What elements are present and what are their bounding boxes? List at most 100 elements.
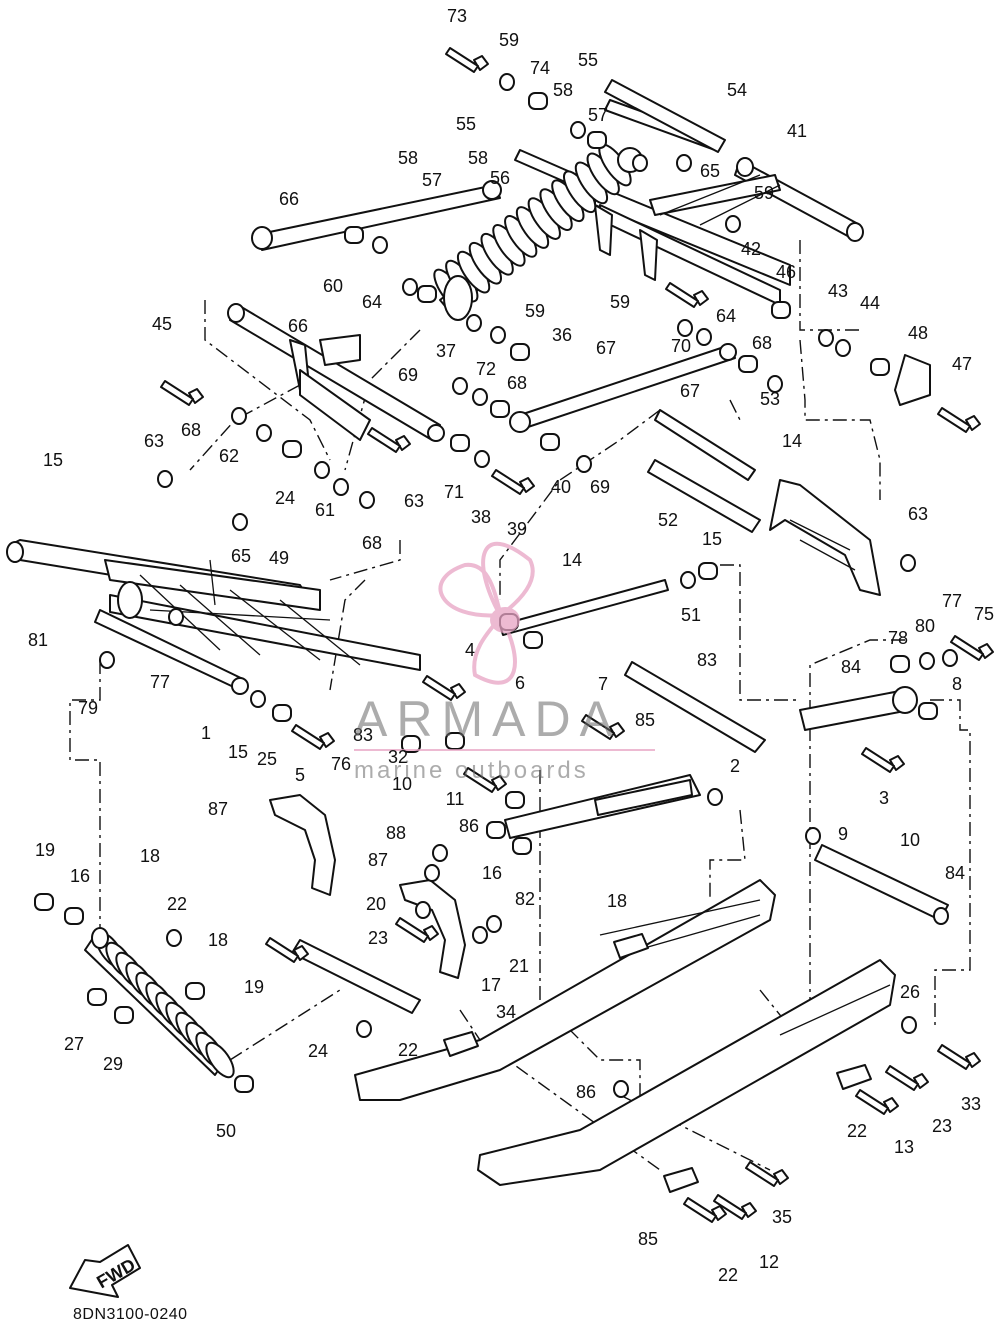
part-washer <box>490 326 506 344</box>
rail-frame-assembly <box>6 539 421 695</box>
part-washer <box>359 491 375 509</box>
callout-67: 67 <box>596 338 616 358</box>
callout-57: 57 <box>588 105 608 125</box>
part-washer <box>576 455 592 473</box>
callout-54: 54 <box>727 80 747 100</box>
part-washer <box>696 328 712 346</box>
callout-85: 85 <box>638 1229 658 1249</box>
callout-48: 48 <box>908 323 928 343</box>
callout-55: 55 <box>456 114 476 134</box>
part-bush <box>738 355 758 373</box>
callout-64: 64 <box>716 306 736 326</box>
callout-59: 59 <box>754 183 774 203</box>
part-washer <box>474 450 490 468</box>
callout-39: 39 <box>507 519 527 539</box>
part-bush <box>282 440 302 458</box>
callout-84: 84 <box>841 657 861 677</box>
callout-7: 7 <box>598 674 608 694</box>
callout-11: 11 <box>446 789 465 809</box>
part-washer <box>805 827 821 845</box>
callout-49: 49 <box>269 548 289 568</box>
callout-84: 84 <box>945 863 965 883</box>
part-washer <box>168 608 184 626</box>
part-bolt <box>665 282 709 308</box>
part-washer <box>402 278 418 296</box>
callout-8: 8 <box>952 674 962 694</box>
callout-52: 52 <box>658 510 678 530</box>
callout-22: 22 <box>167 894 187 914</box>
rods <box>251 79 949 921</box>
callout-65: 65 <box>231 546 251 566</box>
callout-10: 10 <box>392 774 412 794</box>
callout-68: 68 <box>362 533 382 553</box>
callout-13: 13 <box>894 1137 914 1157</box>
callout-36: 36 <box>552 325 572 345</box>
callout-78: 78 <box>888 628 908 648</box>
callout-18: 18 <box>208 930 228 950</box>
callout-56: 56 <box>490 168 510 188</box>
callout-35: 35 <box>772 1207 792 1227</box>
part-bush <box>185 982 205 1000</box>
part-bush <box>698 562 718 580</box>
part-bush <box>918 702 938 720</box>
part-bolt <box>855 1089 899 1115</box>
part-bolt <box>683 1197 727 1223</box>
callout-59: 59 <box>499 30 519 50</box>
callout-58: 58 <box>553 80 573 100</box>
part-washer <box>157 470 173 488</box>
watermark-logo <box>354 541 655 751</box>
callout-6: 6 <box>515 673 525 693</box>
part-washer <box>570 121 586 139</box>
watermark-brand: ARMADA <box>354 691 622 747</box>
part-bolt <box>395 917 439 943</box>
callout-29: 29 <box>103 1054 123 1074</box>
callout-22: 22 <box>398 1040 418 1060</box>
callout-67: 67 <box>680 381 700 401</box>
callout-14: 14 <box>562 550 582 570</box>
part-washer <box>613 1080 629 1098</box>
part-bush <box>587 131 607 149</box>
part-bolt <box>745 1161 789 1187</box>
callout-58: 58 <box>398 148 418 168</box>
part-bush <box>450 434 470 452</box>
pivot-shaft-27 <box>291 939 421 1014</box>
callout-34: 34 <box>496 1002 516 1022</box>
callout-63: 63 <box>144 431 164 451</box>
callout-66: 66 <box>279 189 299 209</box>
part-washer <box>900 554 916 572</box>
callout-69: 69 <box>398 365 418 385</box>
part-bracket <box>663 1167 699 1193</box>
small-parts <box>34 47 994 1223</box>
callout-62: 62 <box>219 446 239 466</box>
part-washer <box>632 154 648 172</box>
callout-77: 77 <box>942 591 962 611</box>
callout-82: 82 <box>515 889 535 909</box>
callout-37: 37 <box>436 341 456 361</box>
part-bush <box>510 343 530 361</box>
callout-23: 23 <box>932 1116 952 1136</box>
part-bolt <box>950 635 994 661</box>
callout-24: 24 <box>308 1041 328 1061</box>
part-washer <box>166 929 182 947</box>
rear-arm-assembly <box>514 99 864 306</box>
callout-55: 55 <box>578 50 598 70</box>
callout-65: 65 <box>700 161 720 181</box>
callout-73: 73 <box>447 6 467 26</box>
callout-18: 18 <box>607 891 627 911</box>
part-bush <box>87 988 107 1006</box>
part-bolt <box>937 407 981 433</box>
part-bolt <box>445 47 489 73</box>
plate-47 <box>894 354 931 406</box>
callout-16: 16 <box>482 863 502 883</box>
callout-17: 17 <box>481 975 501 995</box>
part-washer <box>466 314 482 332</box>
shaft-76 <box>799 686 918 731</box>
slide-rails <box>354 879 896 1186</box>
callout-46: 46 <box>776 262 796 282</box>
part-bolt <box>491 469 535 495</box>
callout-1: 1 <box>201 723 211 743</box>
callout-47: 47 <box>952 354 972 374</box>
part-bush <box>512 837 532 855</box>
callout-53: 53 <box>760 389 780 409</box>
